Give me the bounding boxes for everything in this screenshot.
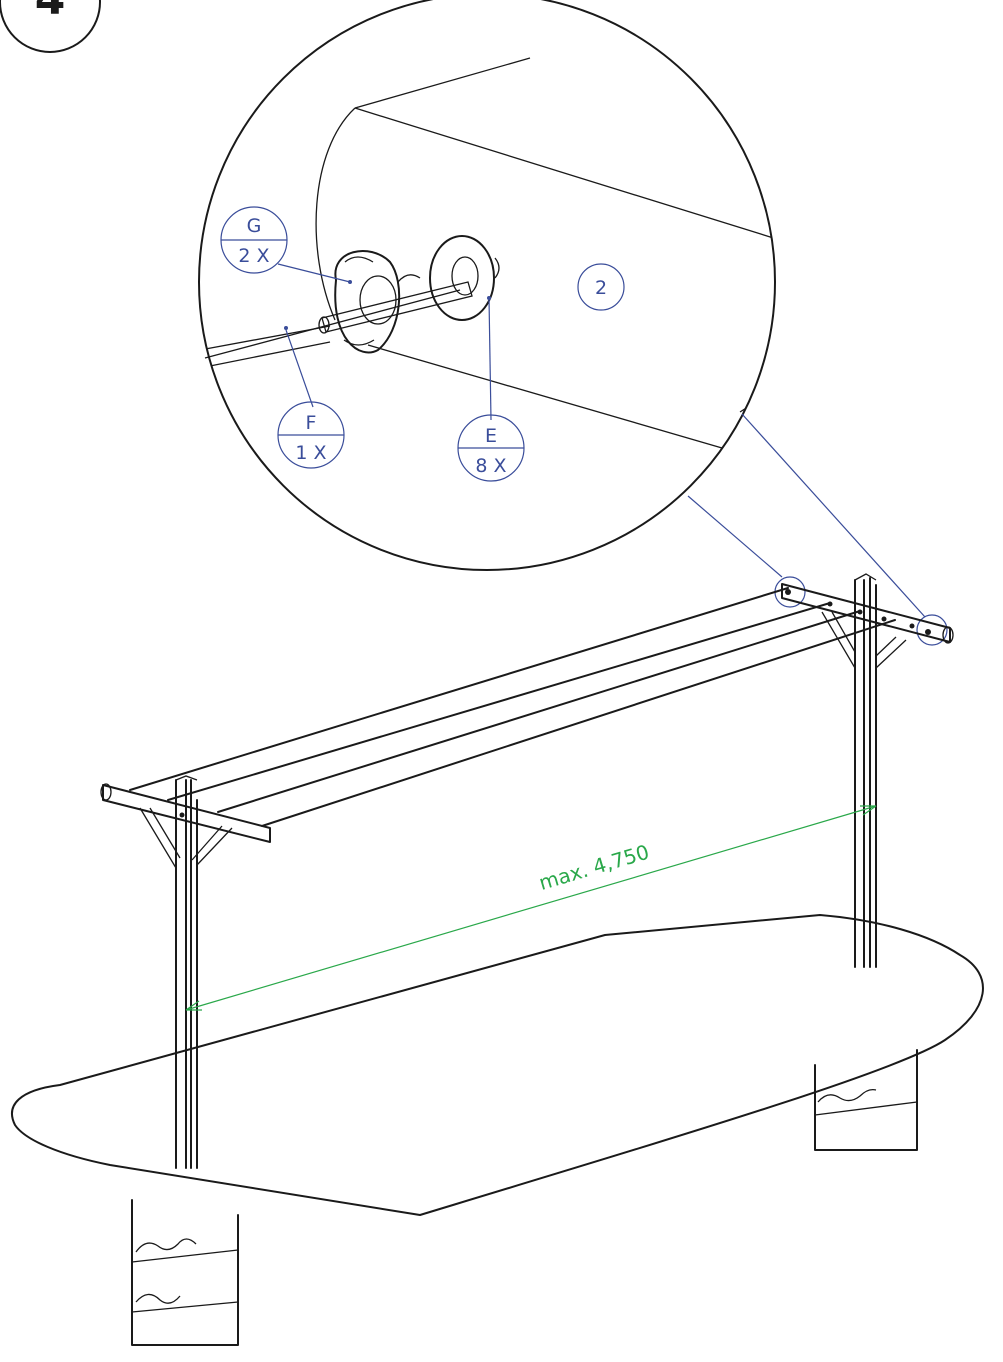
clothes-lines (129, 587, 896, 827)
callout-e: E 8 X (457, 297, 525, 482)
callout-f-letter: F (306, 412, 317, 434)
dimension-label: max. 4,750 (536, 840, 652, 895)
callout-g-letter: G (247, 215, 262, 237)
callout-e-qty: 8 X (475, 455, 506, 477)
concrete-pad (11, 914, 984, 1216)
post-left (175, 775, 198, 1169)
callout-f-qty: 1 X (295, 442, 326, 464)
callout-e-letter: E (485, 425, 497, 447)
crossarm-left (100, 783, 271, 869)
part-2-label: 2 (577, 263, 625, 311)
step-badge: 4 (0, 0, 101, 53)
step-number: 4 (35, 0, 66, 25)
detail-leader-1 (687, 495, 783, 578)
wing-nut (334, 250, 421, 354)
footing-right (814, 1049, 918, 1151)
post-right (854, 573, 877, 968)
threaded-rod (204, 281, 473, 359)
part-2-number: 2 (595, 277, 607, 299)
detail-circle (198, 0, 776, 571)
washer (429, 235, 500, 321)
span-dimension: max. 4,750 (185, 805, 877, 1011)
callout-g: G 2 X (220, 206, 351, 283)
detail-marker-2 (916, 614, 948, 646)
detail-leader-2 (741, 413, 926, 618)
footing-left (131, 1199, 239, 1346)
callout-f: F 1 X (277, 329, 345, 469)
crossarm-right (781, 583, 954, 669)
callout-g-qty: 2 X (238, 245, 269, 267)
detail-view: 2 G 2 X F 1 X E 8 X (198, 0, 776, 571)
